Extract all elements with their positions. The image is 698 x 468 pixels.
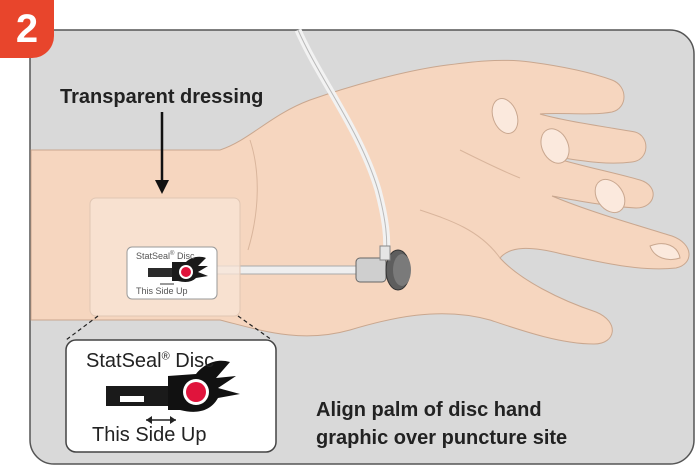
disc-small-name: StatSeal® Disc bbox=[136, 251, 194, 261]
step-number-badge: 2 bbox=[0, 0, 54, 58]
disc-small-side-label: This Side Up bbox=[136, 286, 188, 296]
disc-zoom-name: StatSeal® Disc bbox=[86, 350, 214, 373]
instruction-text: Align palm of disc hand graphic over pun… bbox=[316, 396, 567, 452]
disc-zoom-side-label: This Side Up bbox=[92, 424, 207, 447]
dressing-label: Transparent dressing bbox=[60, 86, 263, 109]
instruction-line-1: Align palm of disc hand bbox=[316, 396, 567, 424]
instruction-line-2: graphic over puncture site bbox=[316, 424, 567, 452]
